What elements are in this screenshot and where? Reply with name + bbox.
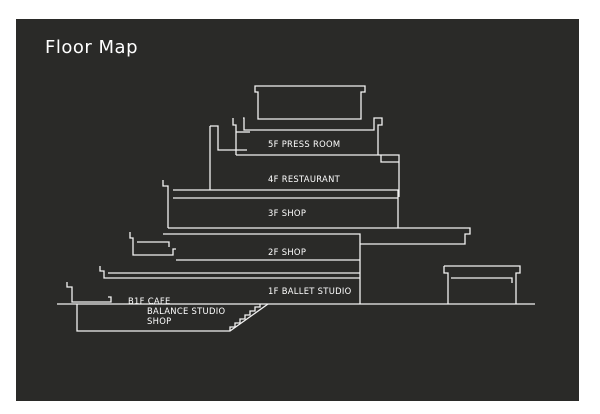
floor-label-1f: 1F BALLET STUDIO bbox=[268, 286, 352, 296]
floor-label-2f: 2F SHOP bbox=[268, 247, 306, 257]
basement-outline bbox=[76, 303, 269, 332]
terrace-1f bbox=[99, 266, 360, 279]
terrace-b1 bbox=[66, 282, 112, 303]
floor-label-4f: 4F RESTAURANT bbox=[268, 174, 341, 184]
floor-label-3f: 3F SHOP bbox=[268, 208, 306, 218]
slab-2f-right bbox=[168, 227, 471, 245]
slab-2f bbox=[163, 233, 361, 304]
slab-4f-right bbox=[380, 155, 399, 163]
slab-3f bbox=[173, 189, 399, 228]
terrace-2f bbox=[129, 232, 176, 256]
rooftop-room bbox=[254, 85, 366, 120]
page-title: Floor Map bbox=[45, 37, 138, 58]
floor-label-b1f-balance: BALANCE STUDIO bbox=[147, 306, 226, 316]
floor-label-5f: 5F PRESS ROOM bbox=[268, 139, 340, 149]
right-annex bbox=[443, 265, 521, 304]
terrace-4f-cap bbox=[210, 125, 247, 151]
floor-label-b1f: B1F CAFE bbox=[128, 296, 171, 306]
basement-staircase bbox=[229, 304, 261, 331]
terrace-2f-inner bbox=[137, 241, 170, 247]
slab-4f bbox=[236, 154, 400, 197]
floor-label-b1f-shop: SHOP bbox=[147, 316, 171, 326]
terrace-3f bbox=[162, 180, 169, 228]
terrace-5f bbox=[232, 118, 237, 155]
floor-map-board bbox=[16, 19, 579, 401]
terrace-5f-top bbox=[243, 117, 383, 155]
